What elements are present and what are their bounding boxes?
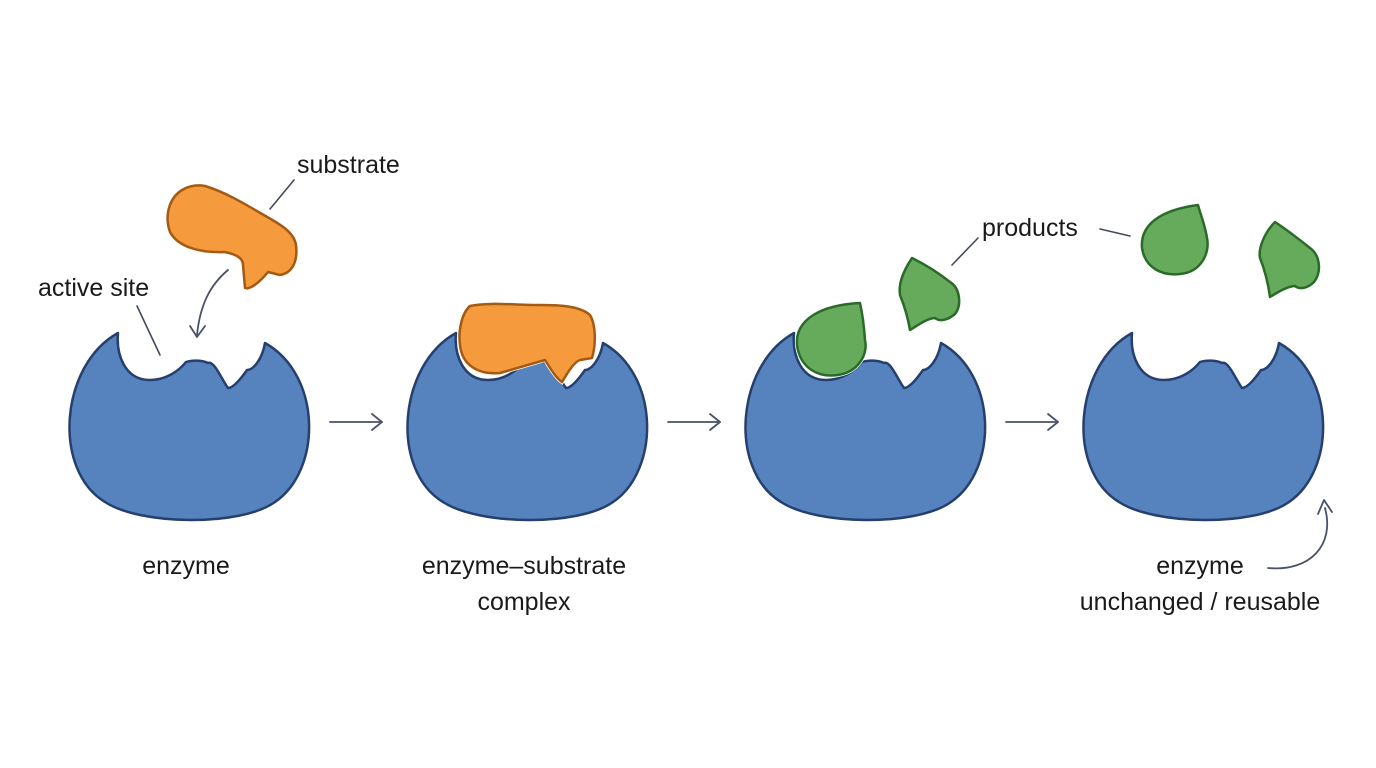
active-site-label: active site bbox=[38, 274, 149, 302]
stage-2-caption-line-2: complex bbox=[477, 588, 571, 616]
enzyme-body bbox=[68, 331, 311, 522]
stage-1-caption-line-1: enzyme bbox=[142, 552, 230, 580]
products-label: products bbox=[982, 214, 1078, 242]
stage-1-enzyme bbox=[68, 331, 311, 522]
flow-arrow-3 bbox=[1005, 413, 1059, 431]
active-site-leader-line bbox=[136, 305, 161, 356]
reuse-arrow-head bbox=[1317, 499, 1333, 515]
binding-arrow-head bbox=[189, 325, 206, 338]
stage-4-enzyme-unchanged bbox=[1082, 331, 1325, 522]
reuse-arrow bbox=[1267, 507, 1328, 570]
stage-4-caption-line-1: enzyme bbox=[1156, 552, 1244, 580]
binding-arrow bbox=[196, 269, 229, 336]
product-molecule bbox=[1140, 203, 1209, 276]
flow-arrow-2 bbox=[667, 413, 721, 431]
substrate-label: substrate bbox=[297, 151, 400, 179]
stage-2-caption-line-1: enzyme–substrate bbox=[422, 552, 626, 580]
stage-4-caption-line-2: unchanged / reusable bbox=[1080, 588, 1320, 616]
product-molecule bbox=[898, 256, 961, 332]
products-leader-line-right bbox=[1099, 228, 1131, 237]
products-leader-line-left bbox=[951, 237, 979, 266]
stage-3-products-released bbox=[744, 256, 987, 522]
product-molecule bbox=[795, 301, 867, 377]
stage-2-enzyme-substrate-complex bbox=[406, 301, 649, 522]
enzyme-body bbox=[744, 331, 987, 522]
flow-arrow-1 bbox=[329, 413, 383, 431]
substrate-leader-line bbox=[269, 179, 295, 210]
product-molecule bbox=[1258, 220, 1321, 299]
enzyme-body bbox=[1082, 331, 1325, 522]
